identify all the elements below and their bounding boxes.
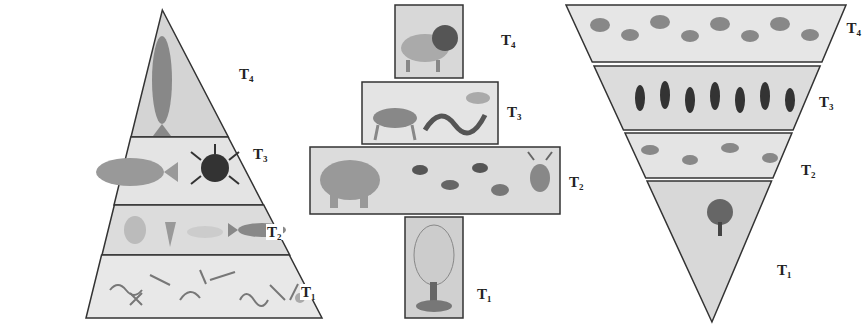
trophic-level-band: T₁	[86, 255, 322, 318]
trophic-level-label: T₁	[300, 284, 317, 300]
band-shape	[395, 5, 463, 78]
band-outline	[310, 147, 560, 214]
trophic-level-band: T₄	[566, 5, 846, 62]
trophic-level-label: T₁	[776, 262, 793, 278]
trophic-level-label: T₂	[266, 224, 283, 240]
band-shape	[594, 66, 820, 130]
trophic-level-band: T₃	[114, 137, 263, 205]
band-outline	[647, 181, 772, 322]
band-outline	[114, 137, 263, 205]
trophic-level-band: T₂	[625, 133, 792, 178]
trophic-level-band: T₃	[362, 82, 498, 144]
trophic-level-band: T₁	[647, 181, 772, 322]
trophic-level-label: T₃	[506, 104, 523, 120]
band-outline	[362, 82, 498, 144]
trophic-level-band: T₄	[131, 10, 228, 137]
band-outline	[405, 217, 463, 318]
trophic-level-band: T₂	[310, 147, 560, 214]
trophic-level-label: T₄	[238, 66, 255, 82]
band-shape	[131, 10, 228, 137]
band-outline	[131, 10, 228, 137]
band-shape	[102, 205, 290, 255]
band-outline	[86, 255, 322, 318]
band-outline	[625, 133, 792, 178]
trophic-level-label: T₂	[568, 174, 585, 190]
band-shape	[362, 82, 498, 144]
trophic-level-band: T₂	[102, 205, 290, 255]
band-shape	[114, 137, 263, 205]
band-outline	[566, 5, 846, 62]
trophic-level-label: T₃	[252, 146, 269, 162]
trophic-level-label: T₄	[845, 20, 862, 36]
band-outline	[395, 5, 463, 78]
band-shape	[310, 147, 560, 214]
trophic-level-label: T₃	[818, 94, 835, 110]
band-outline	[594, 66, 820, 130]
trophic-level-band: T₁	[405, 217, 463, 318]
band-outline	[102, 205, 290, 255]
trophic-level-band: T₃	[594, 66, 820, 130]
band-shape	[566, 5, 846, 62]
band-shape	[86, 255, 322, 318]
trophic-level-band: T₄	[395, 5, 463, 78]
trophic-level-label: T₄	[500, 32, 517, 48]
band-shape	[647, 181, 772, 322]
trophic-level-label: T₂	[800, 162, 817, 178]
band-shape	[405, 217, 463, 318]
band-shape	[625, 133, 792, 178]
trophic-level-label: T₁	[476, 286, 493, 302]
